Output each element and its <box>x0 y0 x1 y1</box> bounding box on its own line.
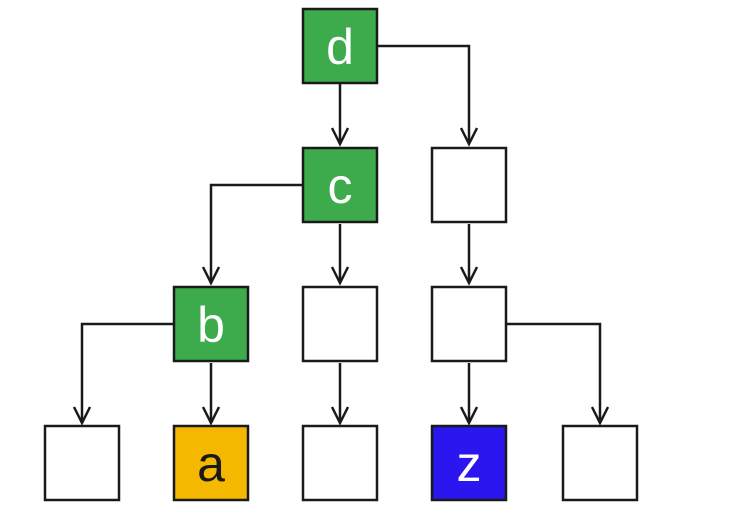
node-empty <box>561 424 639 502</box>
arrowhead-icon <box>330 127 350 147</box>
arrowhead-icon <box>72 406 92 426</box>
node-d: d <box>301 7 379 85</box>
node-b: b <box>172 285 250 363</box>
arrowhead-icon <box>590 406 610 426</box>
node-a: a <box>172 424 250 502</box>
arrowhead-icon <box>201 266 221 286</box>
nodes: d c b a <box>43 7 639 502</box>
edges <box>72 44 610 426</box>
node-empty <box>430 146 508 224</box>
arrowhead-icon <box>330 406 350 426</box>
node-z: z <box>430 424 508 502</box>
edge-d-e1 <box>377 44 471 144</box>
arrowhead-icon <box>459 266 479 286</box>
node-c: c <box>301 146 379 224</box>
node-empty <box>301 285 379 363</box>
node-label: a <box>197 436 225 492</box>
arrowhead-icon <box>330 266 350 286</box>
node-label: b <box>197 297 225 353</box>
node-label: d <box>326 19 354 75</box>
arrowhead-icon <box>201 406 221 426</box>
arrowhead-icon <box>459 406 479 426</box>
edge-b-e4 <box>80 322 174 423</box>
node-label: z <box>457 436 482 492</box>
node-empty <box>430 285 508 363</box>
edge-e3-e6 <box>506 322 602 423</box>
arrowhead-icon <box>459 127 479 147</box>
node-empty <box>301 424 379 502</box>
node-empty <box>43 424 121 502</box>
edge-c-b <box>209 183 303 283</box>
node-label: c <box>328 158 353 214</box>
